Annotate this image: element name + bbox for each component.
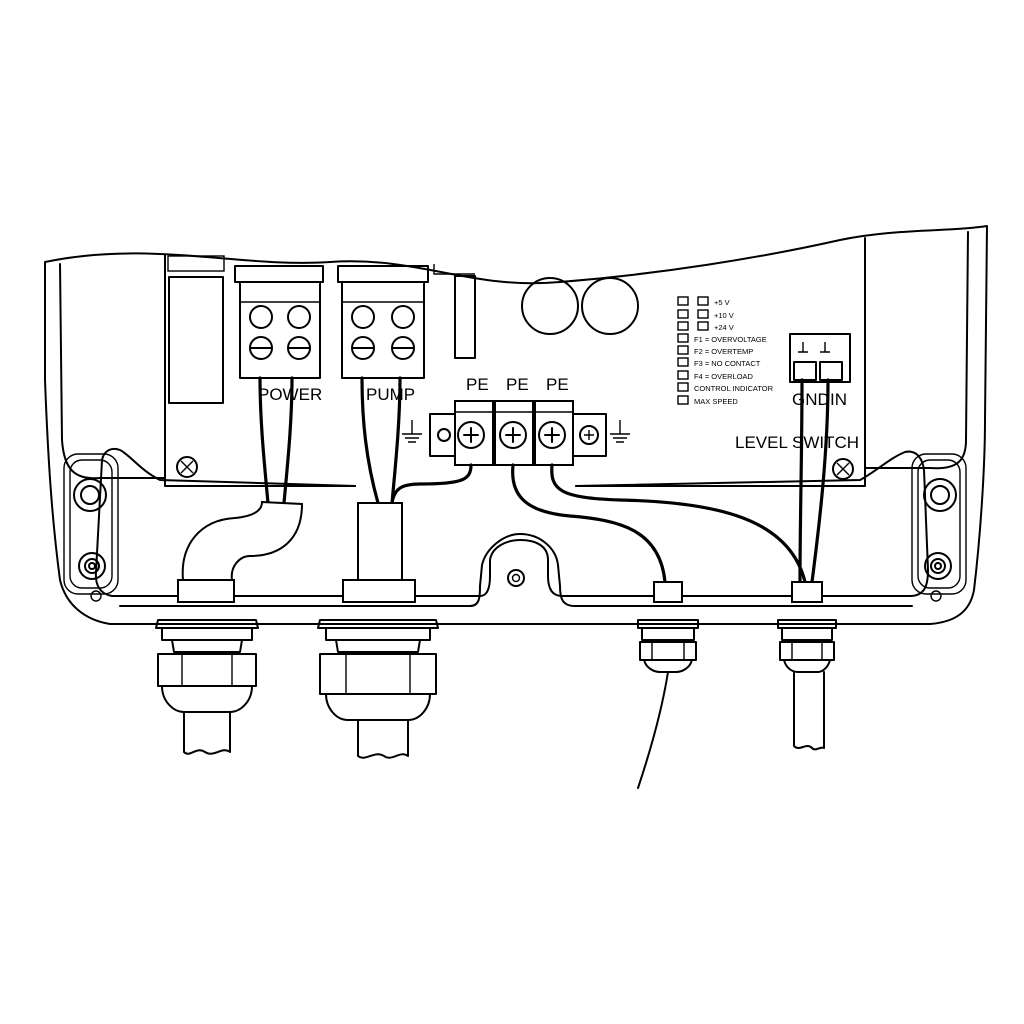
in-label: IN bbox=[830, 390, 847, 409]
pe-label: PE bbox=[466, 375, 489, 394]
level-switch-cable-gland bbox=[777, 581, 837, 751]
led-indicator-panel: +5 V +10 V +24 V F1 = OVERVOLTAGE F2 = O… bbox=[677, 296, 774, 406]
led-label: +24 V bbox=[714, 323, 734, 332]
pe-ground-bar bbox=[429, 400, 607, 466]
power-label: POWER bbox=[258, 385, 322, 404]
power-wire-2 bbox=[282, 376, 294, 505]
pe-label: PE bbox=[546, 375, 569, 394]
power-cable-gland bbox=[155, 500, 304, 755]
pump-ground-wire bbox=[390, 463, 473, 505]
gnd-label: GND bbox=[792, 390, 830, 409]
led-label: F4 = OVERLOAD bbox=[694, 372, 754, 381]
power-wire-1 bbox=[258, 376, 270, 505]
capacitor-left bbox=[521, 277, 579, 335]
center-mounting-lug bbox=[507, 569, 525, 587]
pump-wire-2 bbox=[390, 376, 402, 505]
right-mounting-bosses bbox=[911, 453, 967, 602]
wiring bbox=[258, 376, 830, 584]
pump-wire-1 bbox=[360, 376, 380, 505]
pump-label: PUMP bbox=[366, 385, 415, 404]
ground-symbol-right-icon bbox=[610, 420, 630, 443]
board-screw-left-icon bbox=[176, 456, 198, 478]
sensor-cable-gland bbox=[637, 581, 699, 789]
left-mounting-bosses bbox=[63, 453, 119, 602]
power-terminal-block bbox=[234, 265, 324, 379]
pe-wire-level bbox=[550, 463, 807, 584]
led-label: CONTROL INDICATOR bbox=[694, 384, 774, 393]
led-label: +5 V bbox=[714, 298, 730, 307]
led-label: MAX SPEED bbox=[694, 397, 738, 406]
circuit-board bbox=[164, 237, 866, 487]
pump-terminal-block bbox=[337, 265, 429, 379]
labels: POWER PUMP PE PE PE GND IN LEVEL SWITCH bbox=[258, 375, 859, 452]
ground-symbol-left-icon bbox=[402, 420, 422, 443]
level-switch-label: LEVEL SWITCH bbox=[735, 433, 859, 452]
pe-wire-sensor bbox=[511, 463, 667, 584]
level-switch-wire-in bbox=[810, 378, 830, 584]
led-label: +10 V bbox=[714, 311, 734, 320]
capacitor-right bbox=[581, 277, 639, 335]
level-switch-terminal bbox=[789, 333, 851, 383]
pump-cable-gland bbox=[317, 502, 439, 759]
pe-label: PE bbox=[506, 375, 529, 394]
enclosure-housing bbox=[44, 225, 988, 625]
level-switch-wire-gnd bbox=[798, 378, 804, 584]
led-label: F1 = OVERVOLTAGE bbox=[694, 335, 767, 344]
led-label: F3 = NO CONTACT bbox=[694, 359, 761, 368]
board-screw-right-icon bbox=[832, 458, 854, 480]
led-label: F2 = OVERTEMP bbox=[694, 347, 753, 356]
